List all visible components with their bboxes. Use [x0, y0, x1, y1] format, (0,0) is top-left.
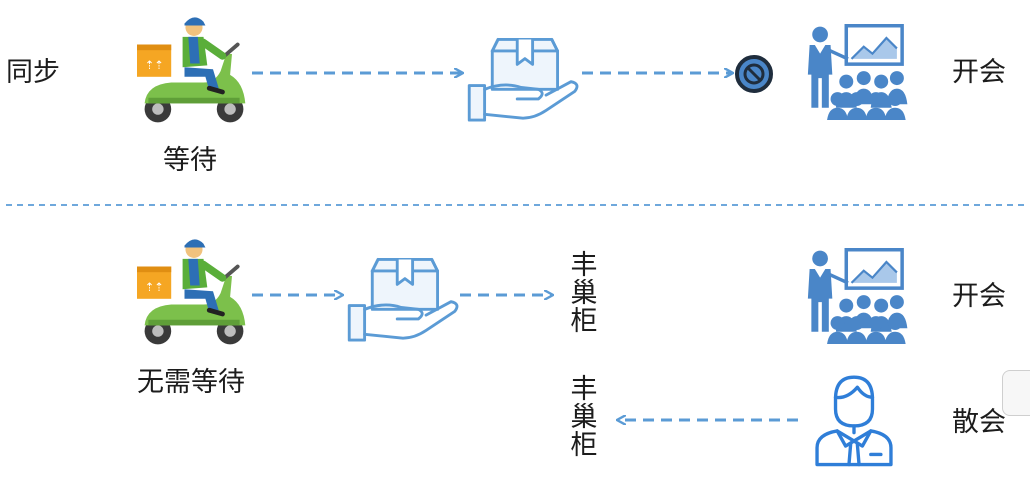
courier-scooter-icon	[134, 238, 254, 352]
locker-label-bottom: 丰巢柜	[570, 376, 600, 460]
sync-title: 同步	[6, 57, 60, 88]
customer-service-person-icon	[815, 375, 893, 467]
locker-label-bottom-text: 丰巢柜	[570, 374, 598, 461]
presenter-audience-icon	[805, 24, 910, 120]
sync-courier-caption: 等待	[163, 145, 217, 176]
presenter-audience-icon	[805, 248, 910, 344]
hand-package-icon	[467, 37, 579, 122]
locker-label-top: 丰巢柜	[570, 252, 600, 336]
sync-meeting-label: 开会	[952, 57, 1006, 88]
async-end-meeting-label: 散会	[952, 407, 1006, 438]
locker-label-top-text: 丰巢柜	[570, 250, 598, 337]
blocked-icon	[735, 55, 773, 93]
async-meeting-label: 开会	[952, 281, 1006, 312]
hand-package-icon	[347, 257, 459, 342]
async-courier-caption: 无需等待	[137, 367, 245, 398]
side-float-tab[interactable]	[1002, 370, 1030, 416]
